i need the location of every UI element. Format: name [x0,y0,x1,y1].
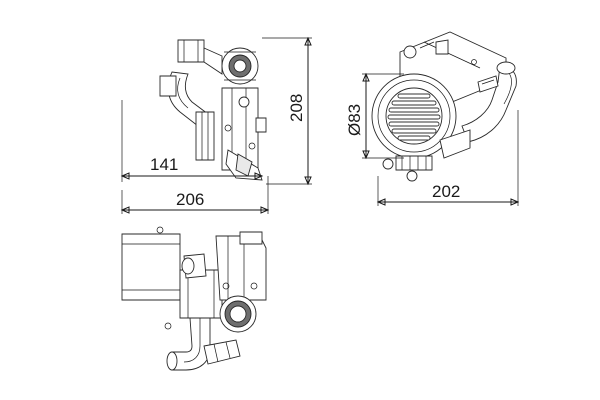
bottom-view [121,226,267,371]
dimension-label-206: 206 [176,190,204,209]
dimension-206: 206 [120,176,270,214]
flange-grille [387,93,441,141]
dimension-label-141: 141 [150,155,178,174]
side-view [371,31,517,182]
front-view [159,39,267,181]
dimension-202: 202 [376,110,520,206]
dimension-label-diameter: Ø83 [345,104,364,136]
dimension-208: 208 [262,36,312,186]
dimension-label-202: 202 [432,182,460,201]
dimension-label-208: 208 [287,94,306,122]
dimension-141: 141 [120,100,264,182]
dimension-diameter-83: Ø83 [345,72,404,160]
